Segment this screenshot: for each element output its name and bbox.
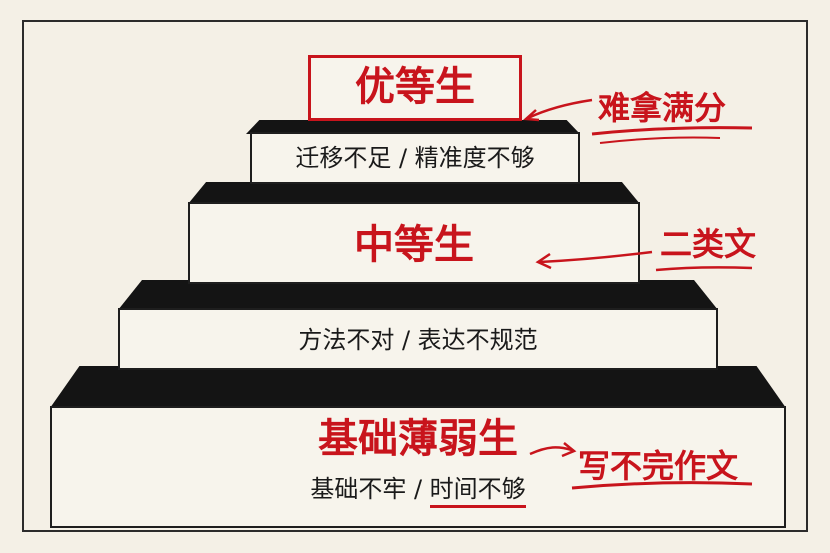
middle-note-underline (655, 266, 753, 272)
top-note-underline (591, 126, 753, 136)
bottom-tier (50, 406, 786, 528)
bottom-note-arrow-icon (529, 446, 573, 456)
middle-note-arrow-icon (539, 250, 653, 264)
first-tier-top-surface (246, 120, 580, 134)
top-level-issues: 迁移不足 / 精准度不够 (295, 144, 535, 172)
top-note-arrow-icon (527, 98, 593, 120)
middle-level-issues: 方法不对 / 表达不规范 (298, 326, 538, 354)
first-tier (250, 132, 580, 184)
bottom-issues-part2: 时间不够 (429, 475, 526, 508)
bottom-level-title: 基础薄弱生 (318, 416, 518, 462)
bottom-level-note: 写不完作文 (578, 447, 739, 485)
top-level-title: 优等生 (355, 64, 475, 110)
outer-frame (22, 20, 808, 532)
third-tier-top-surface (118, 280, 718, 310)
bottom-tier-top-surface (50, 366, 786, 408)
second-tier (188, 202, 640, 284)
bottom-level-issues: 基础不牢 / 时间不够 (50, 472, 786, 508)
middle-level-title: 中等生 (354, 222, 474, 268)
top-title-box (308, 55, 522, 121)
top-level-note: 难拿满分 (598, 89, 727, 127)
third-tier (118, 308, 718, 370)
bottom-note-underline (571, 481, 753, 490)
second-tier-top-surface (188, 182, 640, 204)
middle-level-note: 二类文 (660, 225, 757, 263)
bottom-issues-part1: 基础不牢 / (310, 475, 430, 503)
